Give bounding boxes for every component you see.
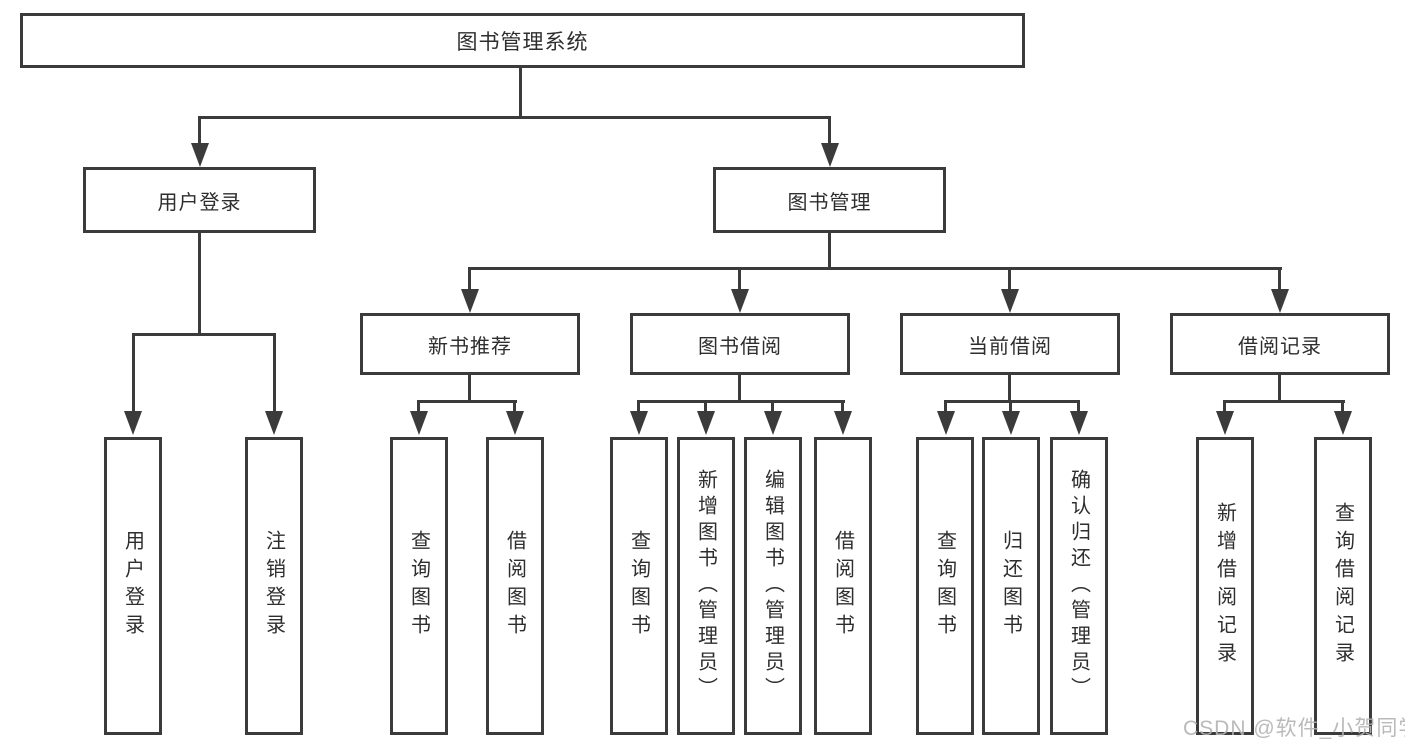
- connector-borrow-drop: [704, 400, 707, 413]
- node-book-management: 图书管理: [713, 167, 946, 233]
- arrow-down-icon: [764, 411, 782, 435]
- connector-newbook-drop: [513, 400, 516, 413]
- node-book-borrow: 图书借阅: [630, 313, 850, 375]
- arrow-down-icon: [1271, 289, 1289, 313]
- arrow-down-icon: [265, 411, 283, 435]
- connector-current-drop: [1009, 400, 1012, 413]
- leaf-query-borrow-record: 查询借阅记录: [1314, 437, 1372, 735]
- leaf-edit-book-admin: 编辑图书（管理员）: [744, 437, 802, 735]
- node-current-borrow: 当前借阅: [900, 313, 1120, 375]
- connector-root-drop-right: [828, 116, 831, 148]
- arrow-down-icon: [1002, 411, 1020, 435]
- watermark-text: CSDN @软件_小贺同学: [1183, 717, 1405, 740]
- connector-root-hline: [198, 116, 831, 119]
- connector-root-drop-left: [198, 116, 201, 148]
- node-borrow-record: 借阅记录: [1170, 313, 1390, 375]
- arrow-down-icon: [731, 289, 749, 313]
- connector-bookmgmt-stem: [828, 233, 831, 270]
- connector-newbook-stem: [468, 375, 471, 403]
- connector-record-hline: [1223, 400, 1345, 403]
- arrow-down-icon: [1334, 411, 1352, 435]
- arrow-down-icon: [191, 143, 209, 167]
- connector-current-drop: [1077, 400, 1080, 413]
- connector-borrow-hline: [637, 400, 845, 403]
- connector-bookmgmt-drop: [1278, 267, 1281, 293]
- leaf-add-borrow-record: 新增借阅记录: [1196, 437, 1254, 735]
- connector-root-stem: [519, 68, 522, 119]
- connector-borrow-drop: [771, 400, 774, 413]
- arrow-down-icon: [937, 411, 955, 435]
- arrow-down-icon: [1001, 289, 1019, 313]
- arrow-down-icon: [506, 411, 524, 435]
- arrow-down-icon: [1070, 411, 1088, 435]
- arrow-down-icon: [630, 411, 648, 435]
- connector-newbook-drop: [417, 400, 420, 413]
- leaf-logout: 注销登录: [245, 437, 303, 735]
- leaf-query-books-newbook: 查询图书: [390, 437, 448, 735]
- leaf-user-login: 用户登录: [104, 437, 162, 735]
- connector-current-stem: [1008, 375, 1011, 403]
- connector-bookmgmt-drop: [1008, 267, 1011, 293]
- connector-userlogin-stem: [198, 233, 201, 336]
- leaf-add-book-admin: 新增图书（管理员）: [677, 437, 735, 735]
- arrow-down-icon: [124, 411, 142, 435]
- connector-current-hline: [944, 400, 1080, 403]
- connector-bookmgmt-drop: [468, 267, 471, 293]
- connector-borrow-drop: [841, 400, 844, 413]
- node-user-login: 用户登录: [83, 167, 316, 233]
- leaf-confirm-return-admin: 确认归还（管理员）: [1050, 437, 1108, 735]
- arrow-down-icon: [410, 411, 428, 435]
- leaf-borrow-books-borrow: 借阅图书: [814, 437, 872, 735]
- connector-borrow-drop: [637, 400, 640, 413]
- connector-bookmgmt-drop: [738, 267, 741, 293]
- arrow-down-icon: [697, 411, 715, 435]
- arrow-down-icon: [834, 411, 852, 435]
- connector-record-stem: [1278, 375, 1281, 403]
- connector-userlogin-drop: [273, 333, 276, 413]
- node-library-system: 图书管理系统: [20, 13, 1025, 68]
- connector-bookmgmt-hline: [468, 267, 1282, 270]
- arrow-down-icon: [821, 143, 839, 167]
- connector-userlogin-hline: [132, 333, 276, 336]
- leaf-return-book: 归还图书: [982, 437, 1040, 735]
- node-new-book-recommend: 新书推荐: [360, 313, 580, 375]
- connector-borrow-stem: [738, 375, 741, 403]
- leaf-borrow-books-newbook: 借阅图书: [486, 437, 544, 735]
- arrow-down-icon: [1216, 411, 1234, 435]
- leaf-query-books-borrow: 查询图书: [610, 437, 668, 735]
- arrow-down-icon: [461, 289, 479, 313]
- connector-record-drop: [1223, 400, 1226, 413]
- leaf-query-books-current: 查询图书: [916, 437, 974, 735]
- connector-newbook-hline: [417, 400, 517, 403]
- connector-current-drop: [944, 400, 947, 413]
- connector-record-drop: [1341, 400, 1344, 413]
- connector-userlogin-drop: [132, 333, 135, 413]
